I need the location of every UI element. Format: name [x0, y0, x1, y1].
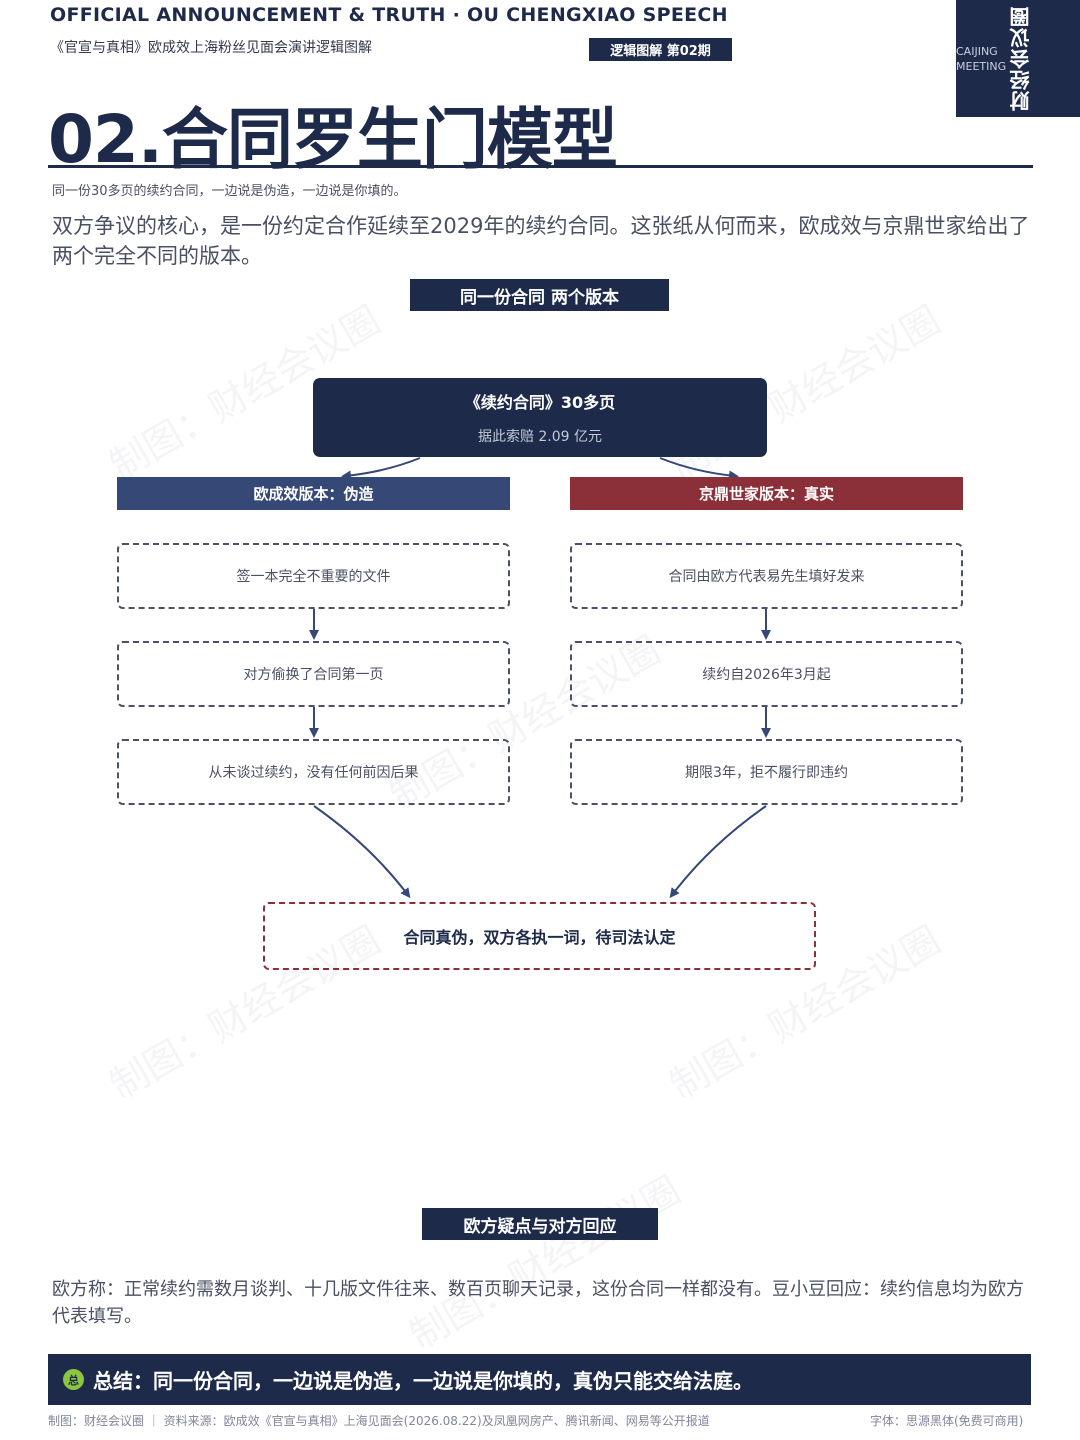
left-step-box: 对方偷换了合同第一页: [117, 641, 510, 707]
right-version-header: 京鼎世家版本：真实: [570, 477, 963, 510]
title-underline: [48, 165, 1033, 168]
left-step-box: 签一本完全不重要的文件: [117, 543, 510, 609]
issue-badge: 逻辑图解 第02期: [589, 38, 732, 61]
page-subtitle: 同一份30多页的续约合同，一边说是伪造，一边说是你填的。: [52, 184, 407, 199]
summary-badge-icon: 总: [63, 1369, 84, 1390]
header-chinese-subtitle: 《官宣与真相》欧成效上海粉丝见面会演讲逻辑图解: [50, 40, 372, 56]
left-step-box: 从未谈过续约，没有任何前因后果: [117, 739, 510, 805]
questions-paragraph: 欧方称：正常续约需数月谈判、十几版文件往来、数百页聊天记录，这份合同一样都没有。…: [52, 1279, 1024, 1327]
contract-box: 《续约合同》30多页 据此索赔 2.09 亿元: [313, 378, 767, 457]
connector-left-merge: [313, 805, 411, 899]
connector-top-left: [341, 457, 421, 481]
right-step-box: 合同由欧方代表易先生填好发来: [570, 543, 963, 609]
intro-paragraph: 双方争议的核心，是一份约定合作延续至2029年的续约合同。这张纸从何而来，欧成效…: [52, 214, 1030, 268]
brand-english-line-1: CAIJING: [956, 45, 998, 58]
brand-english-line-2: MEETING: [956, 60, 1007, 73]
connector-right-merge: [669, 805, 767, 899]
brand-corner-block: [956, 0, 1080, 117]
questions-section-label: 欧方疑点与对方回应: [422, 1208, 658, 1240]
summary-bar: 总 总结：同一份合同，一边说是伪造，一边说是你填的，真伪只能交给法庭。: [48, 1354, 1031, 1405]
connector-top-right: [659, 457, 739, 481]
header-english-title: OFFICIAL ANNOUNCEMENT & TRUTH · OU CHENG…: [50, 4, 728, 26]
right-step-box: 续约自2026年3月起: [570, 641, 963, 707]
footer-font-credit: 字体：思源黑体(免费可商用): [870, 1414, 1024, 1428]
left-version-header: 欧成效版本：伪造: [117, 477, 510, 510]
right-step-box: 期限3年，拒不履行即违约: [570, 739, 963, 805]
conclusion-box: 合同真伪，双方各执一词，待司法认定: [263, 902, 816, 970]
contract-box-title: 《续约合同》30多页: [464, 393, 616, 412]
footer-source-credit: 制图：财经会议圈 ｜ 资料来源：欧成效《官宣与真相》上海见面会(2026.08.…: [48, 1414, 710, 1428]
diagram-section-label: 同一份合同 两个版本: [410, 279, 669, 311]
summary-text: 总结：同一份合同，一边说是伪造，一边说是你填的，真伪只能交给法庭。: [93, 1369, 753, 1393]
contract-box-claim: 据此索赔 2.09 亿元: [477, 429, 603, 445]
brand-english-label: CAIJING MEETING: [956, 44, 1006, 74]
